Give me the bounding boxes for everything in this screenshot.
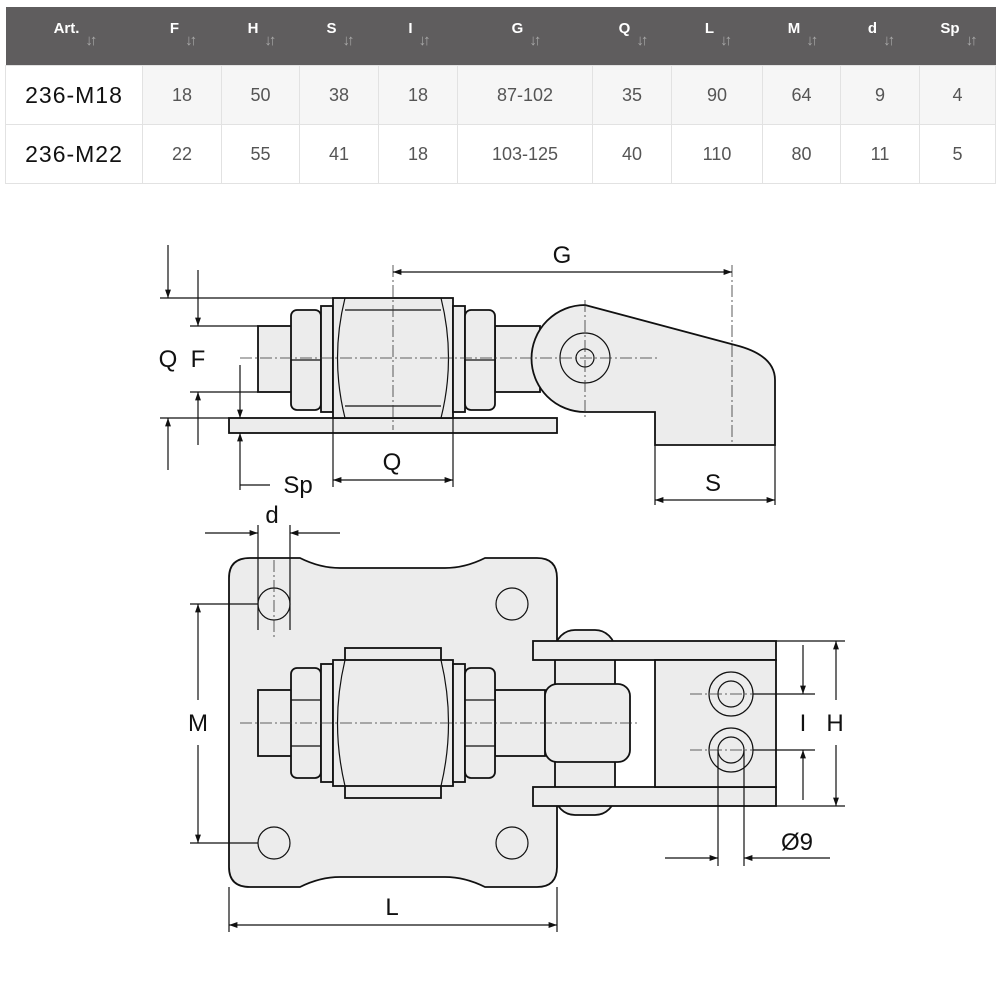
body-plan bbox=[332, 659, 454, 787]
column-header-label: L bbox=[704, 19, 715, 37]
table-cell: 18 bbox=[142, 65, 222, 125]
table-cell: 40 bbox=[592, 124, 672, 184]
table-cell: 90 bbox=[671, 65, 763, 125]
column-header-sp[interactable]: Sp ↓↑ bbox=[919, 7, 996, 66]
column-header-i[interactable]: I ↓↑ bbox=[378, 7, 458, 66]
dim-label-q-side: Q bbox=[159, 346, 178, 373]
column-header-h[interactable]: H↓↑ bbox=[221, 7, 300, 66]
plan-view: d M L I H Ø9 bbox=[188, 502, 845, 932]
hinge-eye-arm bbox=[530, 304, 776, 446]
column-header-label: I bbox=[408, 19, 413, 37]
dim-label-h: H bbox=[826, 710, 843, 737]
table-cell: 5 bbox=[919, 124, 996, 184]
column-header-l[interactable]: L↓↑ bbox=[671, 7, 763, 66]
table-cell: 80 bbox=[762, 124, 841, 184]
column-header-label: G bbox=[511, 19, 524, 37]
table-cell: 38 bbox=[299, 65, 379, 125]
column-header-label: Art. bbox=[53, 19, 80, 37]
dim-label-f: F bbox=[191, 346, 206, 373]
table-cell: 11 bbox=[840, 124, 920, 184]
table-cell: 64 bbox=[762, 65, 841, 125]
dim-label-m: M bbox=[188, 710, 208, 737]
body bbox=[332, 297, 454, 419]
column-header-label: M bbox=[787, 19, 801, 37]
column-header-label: Sp bbox=[940, 19, 960, 37]
column-header-f[interactable]: F↓↑ bbox=[142, 7, 222, 66]
article-cell: 236-M22 bbox=[5, 124, 143, 184]
table-cell: 87-102 bbox=[457, 65, 593, 125]
column-header-art[interactable]: Art.↓↑ bbox=[5, 7, 143, 66]
table-cell: 103-125 bbox=[457, 124, 593, 184]
column-header-d[interactable]: d↓↑ bbox=[840, 7, 920, 66]
column-header-m[interactable]: M↓↑ bbox=[762, 7, 841, 66]
dim-label-s: S bbox=[705, 470, 721, 497]
table-cell: 50 bbox=[221, 65, 300, 125]
column-header-label: S bbox=[326, 19, 337, 37]
column-header-label: d bbox=[867, 19, 878, 37]
clevis-top bbox=[532, 640, 777, 661]
column-header-q[interactable]: Q↓↑ bbox=[592, 7, 672, 66]
dim-label-g: G bbox=[553, 242, 572, 269]
sort-arrows-icon[interactable]: ↓↑ bbox=[342, 31, 355, 49]
dim-label-d: d bbox=[265, 502, 278, 529]
dim-label-i: I bbox=[800, 710, 807, 737]
column-header-label: F bbox=[169, 19, 180, 37]
dim-label-q: Q bbox=[383, 449, 402, 476]
clevis-bottom bbox=[532, 786, 777, 807]
article-cell: 236-M18 bbox=[5, 65, 143, 125]
dim-label-sp: Sp bbox=[283, 472, 312, 499]
table-cell: 41 bbox=[299, 124, 379, 184]
side-view: G Q F Sp Q S bbox=[159, 242, 776, 505]
table-header: Art.↓↑F↓↑H↓↑ S ↓↑ I ↓↑ G↓↑Q↓↑L↓↑M↓↑d↓↑ Sp ↓↑ bbox=[5, 7, 996, 66]
thread-stub-left bbox=[257, 325, 293, 393]
column-header-s[interactable]: S ↓↑ bbox=[299, 7, 379, 66]
sort-arrows-icon[interactable]: ↓↑ bbox=[418, 31, 431, 49]
table-cell: 18 bbox=[378, 65, 458, 125]
sort-arrows-icon[interactable]: ↓↑ bbox=[965, 31, 978, 49]
table-cell: 9 bbox=[840, 65, 920, 125]
dim-label-hole-diameter: Ø9 bbox=[781, 829, 813, 856]
table-cell: 22 bbox=[142, 124, 222, 184]
washer-left bbox=[320, 305, 334, 413]
spec-table: Art.↓↑F↓↑H↓↑ S ↓↑ I ↓↑ G↓↑Q↓↑L↓↑M↓↑d↓↑ Sp ↓↑ 23… bbox=[5, 7, 996, 184]
table-cell: 4 bbox=[919, 65, 996, 125]
table-cell: 55 bbox=[221, 124, 300, 184]
table-cell: 35 bbox=[592, 65, 672, 125]
washer-right bbox=[452, 305, 466, 413]
column-header-label: H bbox=[247, 19, 259, 37]
dim-label-l: L bbox=[385, 894, 398, 921]
column-header-g[interactable]: G↓↑ bbox=[457, 7, 593, 66]
column-header-label: Q bbox=[618, 19, 631, 37]
